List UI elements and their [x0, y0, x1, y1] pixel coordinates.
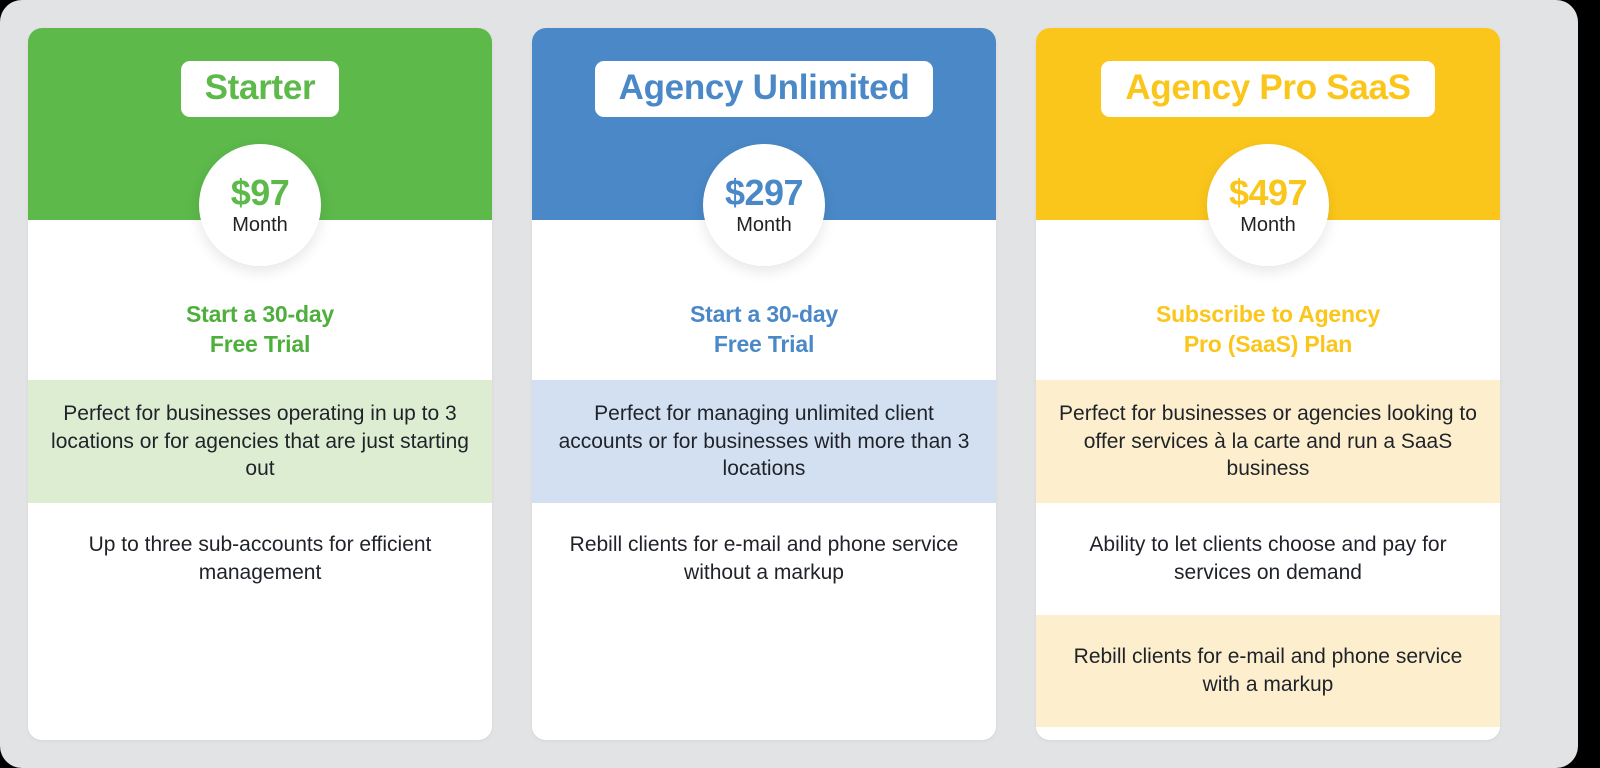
feature-row: Rebill clients for e-mail and phone serv…: [532, 503, 996, 616]
cta-line1-agency-unlimited: Start a 30-day: [689, 301, 839, 328]
plan-name-agency-pro-saas: Agency Pro SaaS: [1101, 61, 1435, 118]
price-amount-agency-unlimited: $297: [724, 172, 804, 213]
cta-line2-starter: Free Trial: [209, 331, 311, 358]
feature-row: Rebill clients for e-mail and phone serv…: [1036, 615, 1500, 728]
feature-row: Up to three sub-accounts for efficient m…: [28, 503, 492, 616]
price-bubble-agency-unlimited: $297 Month: [703, 144, 825, 266]
cta-line2-agency-pro-saas: Pro (SaaS) Plan: [1183, 331, 1353, 358]
price-period-starter: Month: [232, 214, 288, 236]
price-amount-starter: $97: [230, 172, 290, 213]
feature-spacer: [532, 615, 996, 740]
cta-line1-agency-pro-saas: Subscribe to Agency: [1155, 301, 1381, 328]
feature-row: Perfect for businesses operating in up t…: [28, 380, 492, 504]
price-bubble-starter: $97 Month: [199, 144, 321, 266]
feature-list-agency-unlimited: Perfect for managing unlimited client ac…: [532, 380, 996, 740]
plan-card-starter[interactable]: Starter $97 Month Start a 30-day Free Tr…: [28, 28, 492, 740]
plan-name-agency-unlimited: Agency Unlimited: [594, 61, 934, 118]
feature-row: Ability to let clients choose and pay fo…: [1036, 503, 1500, 616]
plan-name-starter: Starter: [180, 61, 340, 118]
cta-text-agency-pro-saas[interactable]: Subscribe to Agency Pro (SaaS) Plan: [1156, 300, 1380, 360]
feature-list-agency-pro-saas: Perfect for businesses or agencies looki…: [1036, 380, 1500, 740]
feature-spacer: [28, 615, 492, 740]
feature-spacer: [1036, 727, 1500, 740]
cta-line1-starter: Start a 30-day: [185, 301, 335, 328]
price-period-agency-pro-saas: Month: [1240, 214, 1296, 236]
cta-text-starter[interactable]: Start a 30-day Free Trial: [186, 300, 334, 360]
price-period-agency-unlimited: Month: [736, 214, 792, 236]
pricing-plans-grid: Starter $97 Month Start a 30-day Free Tr…: [28, 28, 1520, 740]
price-amount-agency-pro-saas: $497: [1228, 172, 1308, 213]
plan-header-agency-unlimited: Agency Unlimited: [532, 28, 996, 220]
feature-row: Perfect for businesses or agencies looki…: [1036, 380, 1500, 504]
cta-text-agency-unlimited[interactable]: Start a 30-day Free Trial: [690, 300, 838, 360]
plan-card-agency-pro-saas[interactable]: Agency Pro SaaS $497 Month Subscribe to …: [1036, 28, 1500, 740]
feature-list-starter: Perfect for businesses operating in up t…: [28, 380, 492, 740]
cta-line2-agency-unlimited: Free Trial: [713, 331, 815, 358]
plan-card-agency-unlimited[interactable]: Agency Unlimited $297 Month Start a 30-d…: [532, 28, 996, 740]
price-bubble-agency-pro-saas: $497 Month: [1207, 144, 1329, 266]
feature-row: Perfect for managing unlimited client ac…: [532, 380, 996, 504]
